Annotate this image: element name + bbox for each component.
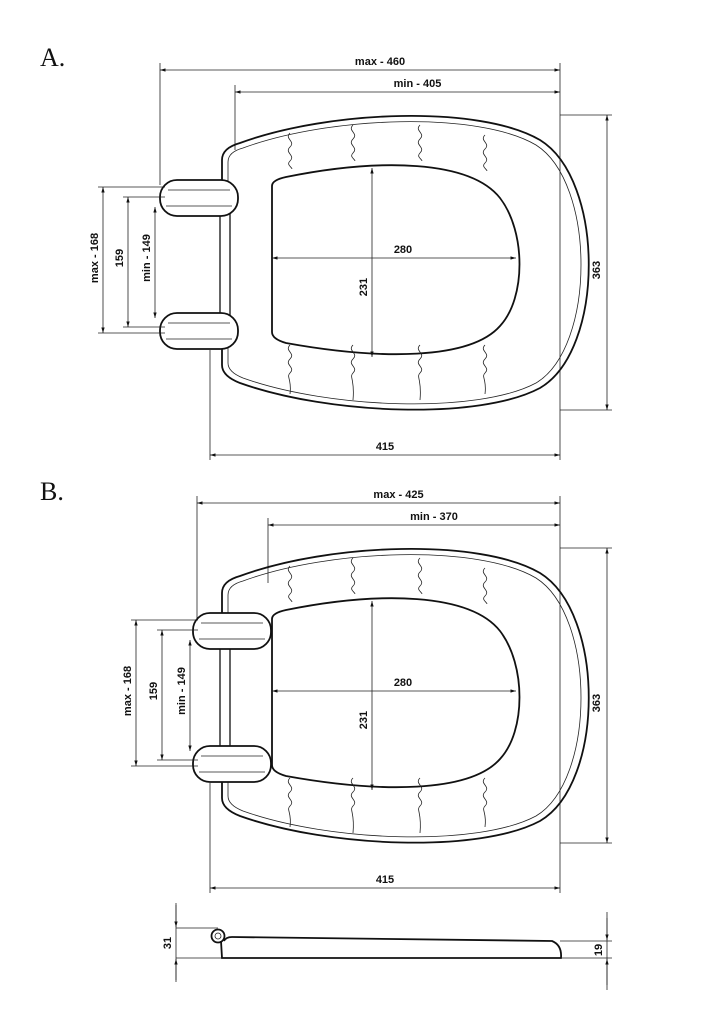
rib-icon (417, 344, 423, 401)
diagram-a-label: A. (40, 43, 65, 72)
hinge-height-label: 31 (162, 937, 174, 949)
rib-icon (482, 344, 488, 395)
rib-icon (417, 777, 423, 834)
diagram-b-label: B. (40, 477, 64, 506)
rib-icon (350, 124, 356, 162)
seat-width-label: 415 (376, 441, 394, 453)
rib-icon (350, 777, 356, 834)
opening-width-label: 280 (394, 244, 412, 256)
seat-opening (271, 597, 521, 789)
rib-icon (482, 567, 488, 605)
rib-icon (287, 132, 293, 170)
side-view: 31 19 (162, 903, 612, 990)
max-width-label: max - 460 (355, 56, 405, 68)
hinge-bar (219, 632, 231, 764)
rib-icon (287, 777, 293, 828)
hinge-pivot-icon (210, 928, 226, 944)
opening-length-label: 231 (358, 711, 370, 729)
diagram-a: max - 460 min - 405 280 231 363 415 max - 168 1… (89, 56, 612, 460)
rib-icon (482, 777, 488, 828)
seat-side-profile (220, 936, 562, 959)
hinge (192, 612, 272, 650)
seat-outline (221, 115, 590, 411)
hinge-min-label: min - 149 (176, 667, 188, 715)
seat-inner-edge (227, 554, 582, 838)
seat-outline (221, 548, 590, 844)
seat-length-label: 363 (591, 261, 603, 279)
front-height-label: 19 (593, 944, 605, 956)
opening-width-label: 280 (394, 677, 412, 689)
min-width-label: min - 370 (410, 511, 458, 523)
hinge-min-label: min - 149 (141, 234, 153, 282)
seat-length-label: 363 (591, 694, 603, 712)
rib-icon (287, 344, 293, 395)
hinge-max-label: max - 168 (89, 233, 101, 283)
opening-length-label: 231 (358, 278, 370, 296)
rib-icon (350, 557, 356, 595)
rib-icon (417, 124, 423, 162)
hinge (159, 312, 239, 350)
diagram-b: max - 425 min - 370 280 231 363 415 max - 168 1… (122, 489, 612, 893)
hinge-mid-label: 159 (148, 682, 160, 700)
seat-width-label: 415 (376, 874, 394, 886)
rib-icon (287, 565, 293, 603)
rib-icon (350, 344, 356, 401)
hinge (159, 179, 239, 217)
hinge-mid-label: 159 (114, 249, 126, 267)
seat-inner-edge (227, 121, 582, 405)
max-width-label: max - 425 (373, 489, 423, 501)
hinge-max-label: max - 168 (122, 666, 134, 716)
rib-icon (482, 134, 488, 172)
min-width-label: min - 405 (394, 78, 442, 90)
rib-icon (417, 557, 423, 595)
hinge-bar (219, 199, 231, 331)
hinge-pivot-inner (214, 932, 222, 940)
seat-opening (271, 164, 521, 356)
hinge (192, 745, 272, 783)
